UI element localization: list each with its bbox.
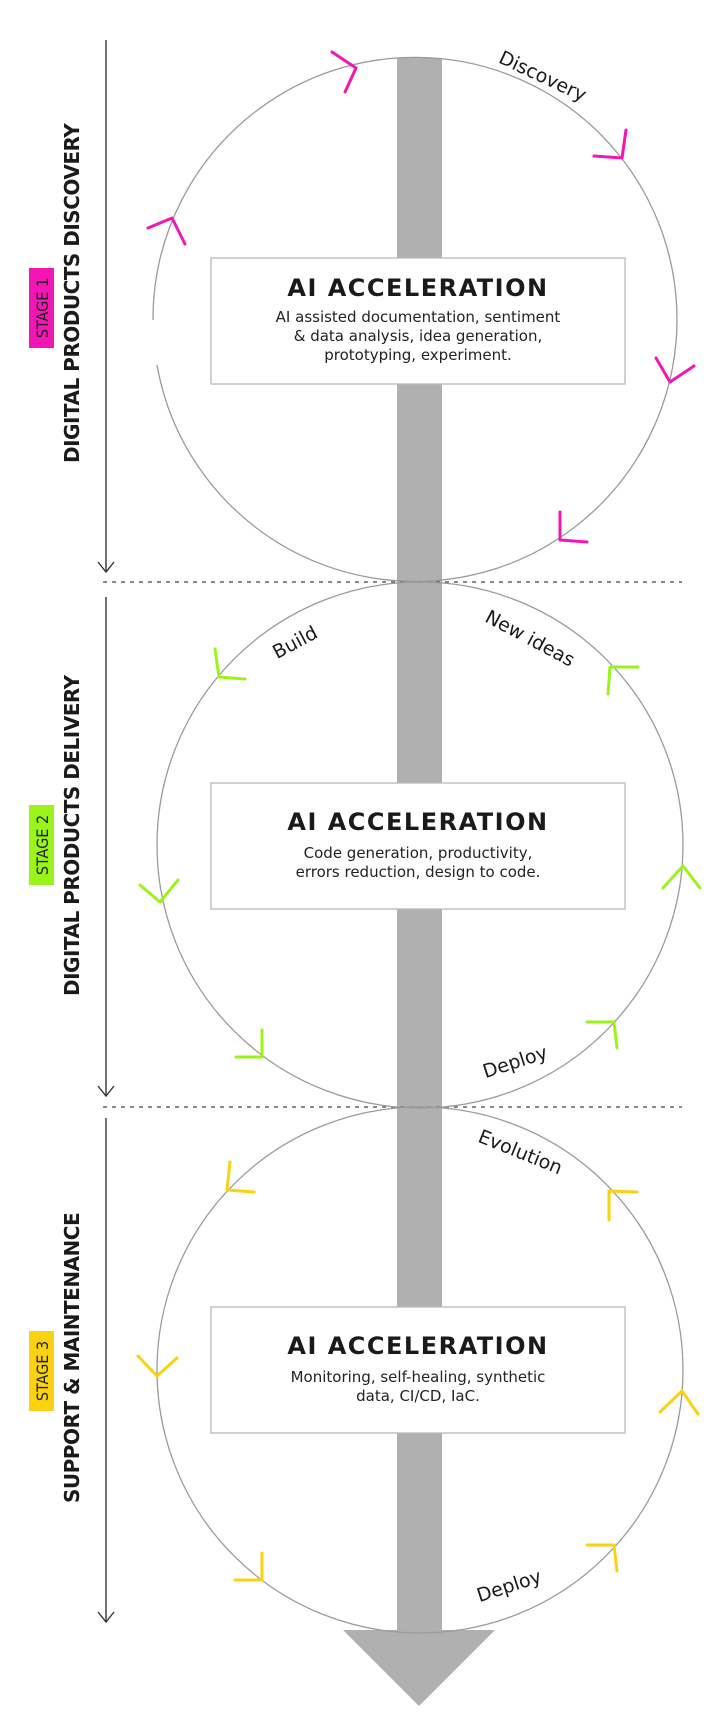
stage-1-badge: [29, 268, 54, 348]
stage-3-ai-box: [210, 1306, 626, 1434]
stage-1-box-title: AI ACCELERATION: [287, 274, 548, 302]
stage-2-box-title: AI ACCELERATION: [287, 808, 548, 836]
stage-2-cycle: Build New ideas Deploy AI ACCELERATION C…: [29, 581, 702, 1109]
stage-1-cycle: Discovery AI ACCELERATION AI assisted do…: [29, 47, 696, 583]
stage-1-timeline-arrow: [97, 40, 115, 574]
stage-3-box-line: data, CI/CD, IaC.: [356, 1387, 480, 1405]
stage-3-cycle-arrow: [658, 1389, 700, 1416]
stage-3-cycle-arrow: [607, 1189, 639, 1222]
stage-2-cycle-arrow: [661, 864, 702, 890]
stage-1-box-line: AI assisted documentation, sentiment: [276, 308, 561, 326]
stage-2-cycle-arrow: [585, 1020, 619, 1050]
stage-1-cycle-arrow: [592, 128, 628, 160]
stage-3-cycle-arrow: [233, 1551, 264, 1582]
stage-3-cycle: Evolution Deploy AI ACCELERATION Monitor…: [29, 1106, 700, 1634]
stage-1-cycle-arrow: [330, 50, 358, 94]
stage-2-box-line: errors reduction, design to code.: [296, 863, 541, 881]
stage-3-title: SUPPORT & MAINTENANCE: [60, 1213, 84, 1503]
stage-1-cycle-arc: [152, 56, 678, 583]
stage-3-badge: [29, 1331, 54, 1411]
stage-3-box-title: AI ACCELERATION: [287, 1332, 548, 1360]
stage-2-phase-label: Deploy: [480, 1042, 550, 1083]
stage-2-cycle-circle: [156, 581, 684, 1109]
stage-2-cycle-arrow: [138, 878, 180, 904]
stage-3-number: STAGE 3: [33, 1341, 52, 1401]
stage-2-badge: [29, 805, 54, 885]
stage-1-title: DIGITAL PRODUCTS DISCOVERY: [60, 123, 84, 463]
stage-1-number: STAGE 1: [33, 278, 52, 338]
stage-3-cycle-arrow: [225, 1160, 256, 1194]
stage-3-cycle-arrow: [136, 1354, 179, 1378]
stage-1-cycle-arrow: [654, 356, 696, 384]
stage-1-cycle-arrow: [558, 510, 589, 544]
stage-1-phase-label: Discovery: [495, 47, 589, 107]
stage-1-cycle-arrow: [146, 216, 187, 246]
stage-2-number: STAGE 2: [33, 815, 52, 875]
stage-2-phase-label: Build: [269, 622, 321, 664]
stage-3-cycle-arrow: [585, 1543, 619, 1573]
stage-1-ai-box: [210, 257, 626, 385]
stage-2-ai-box: [210, 782, 626, 910]
stage-2-title: DIGITAL PRODUCTS DELIVERY: [60, 674, 84, 996]
stage-2-cycle-arrow: [234, 1028, 264, 1059]
stage-2-timeline-arrow: [97, 597, 115, 1098]
stage-3-phase-label: Evolution: [475, 1126, 565, 1180]
stage-1-box-line: & data analysis, idea generation,: [294, 327, 543, 345]
stage-3-box-line: Monitoring, self-healing, synthetic: [291, 1368, 546, 1386]
stage-1-box-line: prototyping, experiment.: [324, 346, 512, 364]
central-flow-arrowhead: [343, 1630, 495, 1706]
stage-2-cycle-arrow: [213, 647, 247, 681]
stage-3-cycle-circle: [156, 1106, 684, 1634]
stage-2-cycle-arrow: [606, 665, 640, 696]
stage-2-phase-label: New ideas: [481, 606, 578, 671]
stage-3-timeline-arrow: [97, 1118, 115, 1624]
stage-2-box-line: Code generation, productivity,: [304, 844, 533, 862]
stage-3-phase-label: Deploy: [474, 1566, 544, 1607]
